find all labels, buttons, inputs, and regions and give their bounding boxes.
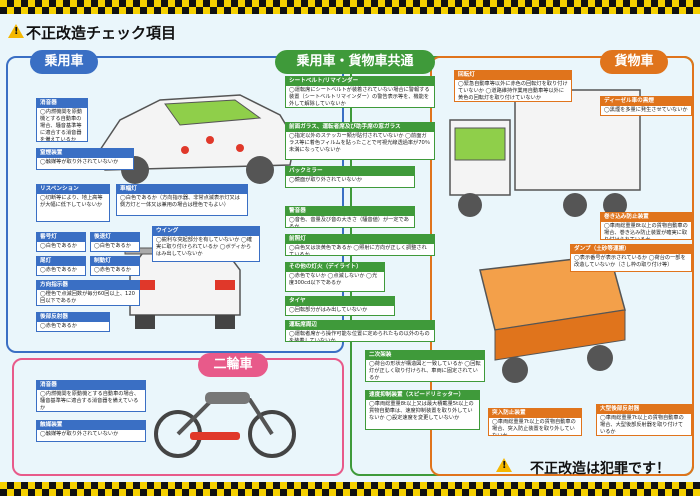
common-box-daylight: その他の灯火（デイライト）◯赤色でないか ◯点滅しないか ◯光度300cd以下で…	[285, 262, 385, 292]
passenger-box-brake-lamp: 制動灯◯赤色であるか	[90, 256, 140, 276]
common-box-driver-area: 運転席周辺◯運転者席から操作可能な位置に定められたもの以外のものを装着していない…	[285, 320, 435, 342]
passenger-box-suspension: リスペンション◯切断等により、地上高等が大幅に低下していないか	[36, 184, 110, 222]
common-box-headlamp: 前照灯◯白色又は淡黄色であるか ◯照射に方向が正しく調整されているか	[285, 234, 435, 256]
warning-icon-footer	[496, 458, 512, 472]
car-illustration	[99, 94, 296, 184]
motorcycle-illustration	[154, 392, 296, 458]
footer-slogan: 不正改造は犯罪です！	[530, 461, 670, 477]
common-box-tire: タイヤ◯回転部分がはみ出していないか	[285, 296, 395, 316]
common-box-horn: 警音器◯音色、音量及び音の大きさ（騒音値）が一定であるか	[285, 206, 415, 228]
checker-border-top	[0, 0, 700, 14]
common-box-secondary-body: 二次架装◯荷台の形状が構造図と一致しているか ◯回転灯が正しく取り付けられ、車両…	[365, 350, 485, 382]
truck-box-side-guard: 巻き込み防止装置◯車両総重量8t以上の貨物自動車の場合、巻き込み防止装置が確実に…	[600, 212, 692, 240]
passenger-box-tail-lamp: 尾灯◯赤色であるか	[36, 256, 86, 276]
moto-box-muffler: 消音器◯内燃機関を原動機とする自動車の場合、騒音基準等に適合する消音器を備えてい…	[36, 380, 146, 412]
truck-title: 貨物車	[600, 50, 668, 74]
truck-box-dump: ダンプ（土砂等運搬）◯表示番号が表示されているか ◯荷台の一部を改造していないか…	[570, 244, 692, 272]
warning-icon	[8, 24, 24, 38]
passenger-box-reverse-lamp: 後退灯◯白色であるか	[90, 232, 140, 252]
dump-truck-illustration	[479, 254, 626, 383]
common-box-seatbelt: シートベルト/リマインダー◯運転席にシートベルトが装着されていない場合に警報する…	[285, 76, 435, 108]
page-title: 不正改造チェック項目	[26, 24, 177, 42]
passenger-box-turn-signal: 方向指示器◯橙色で点滅回数が毎分60回以上、120回以下であるか	[36, 280, 140, 306]
motorcycle-title: 二輪車	[198, 353, 268, 377]
truck-zone	[430, 56, 694, 476]
passenger-box-wing: ウイング◯鋭利な突起部分を有していないか ◯確実に取り付けられているか ◯ボディ…	[152, 226, 260, 262]
moto-box-catalyst: 触媒装置◯触媒等が取り外されていないか	[36, 420, 146, 442]
passenger-box-catalyst: 窒煙装置◯触媒等が取り外されていないか	[36, 148, 134, 170]
common-title: 乗用車・貨物車共通	[275, 50, 435, 74]
truck-box-rotating-lamp: 回転灯◯緊急自動車等以外に赤色の回転灯を取り付けていないか ◯道路維持作業用自動…	[454, 70, 572, 102]
motorcycle-zone	[12, 358, 344, 476]
truck-box-large-reflector: 大型後部反射器◯車両総重量7t以上の貨物自動車の場合、大型後部反射器を取り付けて…	[596, 404, 692, 436]
car-rear-illustration	[124, 247, 246, 329]
common-box-window-glass: 前面ガラス、運転者席及び助手席の窓ガラス◯指定以外のステッカー類が貼付されていな…	[285, 122, 435, 160]
passenger-box-rear-reflector: 後部反射器◯赤色であるか	[36, 312, 110, 332]
truck-box-underrun: 突入防止装置◯車両総重量7t以上の貨物自動車の場合、突入防止装置を取り外していな…	[488, 408, 582, 436]
passenger-title: 乗用車	[30, 50, 98, 74]
passenger-box-muffler: 消音器◯内燃機関を原動機とする自動車の場合、騒音基準等に適合する消音器を備えてい…	[36, 98, 88, 142]
truck-box-black-smoke: ディーゼル車の黒煙◯黒煙を多量に発生させていないか	[600, 96, 692, 116]
passenger-zone	[6, 56, 344, 353]
common-box-mirror: バックミラー◯鏡面が取り外されていないか	[285, 166, 415, 188]
passenger-box-width-lamp: 車幅灯◯白色であるか（方向指示器、非常点滅表示灯又は側方灯と一体又は兼用の場合は…	[116, 184, 248, 216]
passenger-box-plate-lamp: 番号灯◯白色であるか	[36, 232, 86, 252]
common-box-speed-limiter: 速度抑制装置（スピードリミッター）◯車両総重量8t以上又は最大積載量5t以上の貨…	[365, 390, 480, 430]
checker-border-bottom	[0, 482, 700, 496]
